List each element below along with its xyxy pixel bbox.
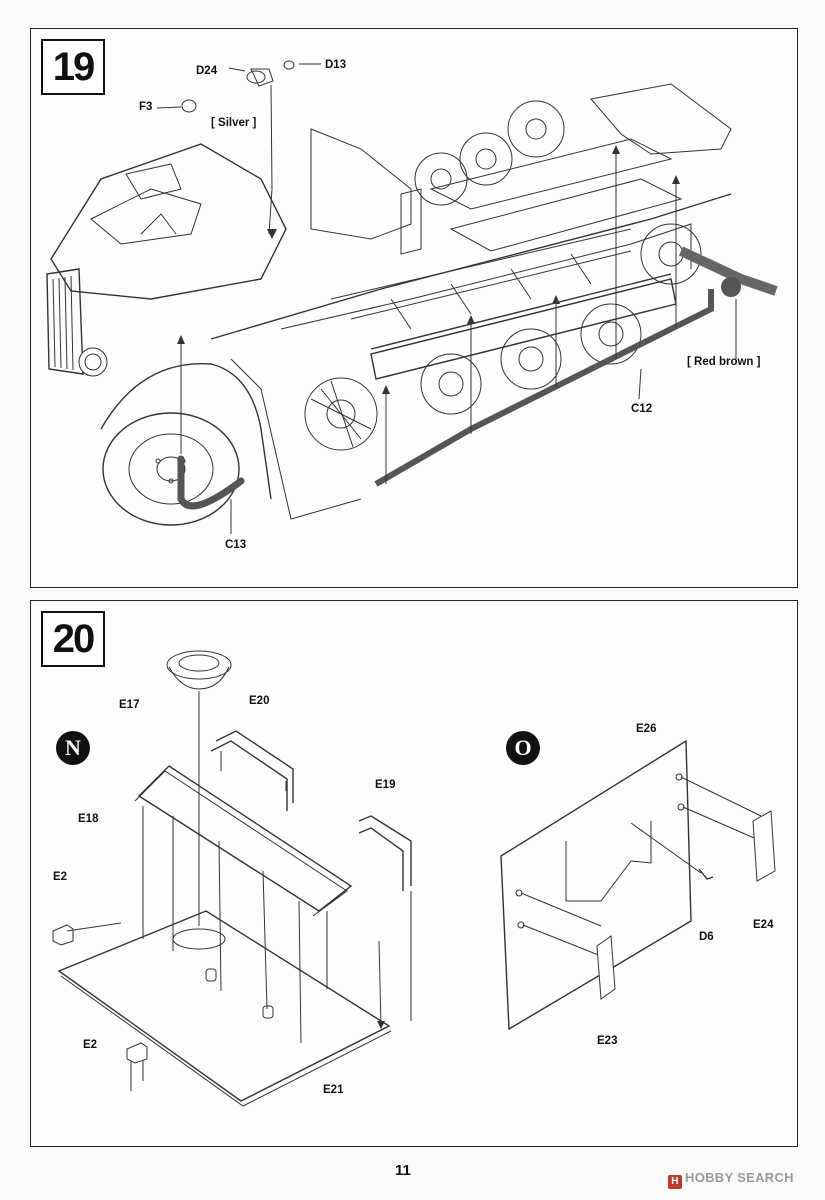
- label-c13: C13: [225, 539, 247, 551]
- label-e17: E17: [119, 699, 140, 711]
- rail-e18: [134, 765, 353, 1044]
- hatch-e17: [166, 650, 232, 926]
- step-20-illustration: [52, 650, 776, 1107]
- label-f3: F3: [139, 101, 153, 113]
- label-red-brown: [ Red brown ]: [687, 356, 761, 368]
- rail-e19: [358, 815, 412, 1029]
- exhaust-pipe-c13: [177, 335, 245, 534]
- vehicle-body-side: [210, 128, 732, 520]
- side-stowage-boxes: [330, 228, 632, 330]
- vehicle-grille: [46, 268, 108, 377]
- rear-mudguard: [370, 278, 677, 380]
- label-e26: E26: [636, 723, 657, 735]
- clip-e2-lower: [126, 1042, 148, 1091]
- label-e21: E21: [323, 1084, 344, 1096]
- label-d24: D24: [196, 65, 218, 77]
- bracket-e23: [596, 935, 616, 1000]
- floor-plate-e21: [57, 910, 392, 1107]
- label-e23: E23: [597, 1035, 618, 1047]
- exhaust-pipe-c12: [374, 145, 778, 487]
- road-wheels: [304, 100, 702, 451]
- front-wheel: [102, 412, 240, 526]
- label-c12: C12: [631, 403, 653, 415]
- rail-e20: [210, 730, 294, 811]
- label-e24: E24: [753, 919, 774, 931]
- step-19-panel: 19: [30, 28, 798, 588]
- label-e18: E18: [78, 813, 99, 825]
- bench-seats: [429, 83, 732, 252]
- sub-step-n-badge: N: [56, 731, 90, 765]
- step-number: 19: [41, 39, 105, 95]
- label-e2-lower: E2: [83, 1039, 98, 1051]
- pin-d6: [698, 868, 714, 880]
- label-d6: D6: [699, 931, 714, 943]
- clip-e2-upper: [52, 922, 122, 946]
- vehicle-hood: [50, 143, 287, 300]
- label-d13: D13: [325, 59, 347, 71]
- watermark-logo-icon: H: [668, 1175, 682, 1189]
- bracket-e24: [752, 810, 776, 882]
- label-silver: [ Silver ]: [211, 117, 257, 129]
- front-fender: [100, 362, 272, 500]
- lamp-parts: [156, 60, 321, 239]
- step-20-panel: 20 N O: [30, 600, 798, 1147]
- step-number: 20: [41, 611, 105, 667]
- watermark-text: HOBBY SEARCH: [685, 1170, 794, 1185]
- page-number: 11: [395, 1162, 411, 1179]
- label-e2-upper: E2: [53, 871, 68, 883]
- panel-e26: [500, 739, 762, 1031]
- sub-step-o-badge: O: [506, 731, 540, 765]
- label-e20: E20: [249, 695, 270, 707]
- label-e19: E19: [375, 779, 396, 791]
- step-19-illustration: [46, 60, 778, 534]
